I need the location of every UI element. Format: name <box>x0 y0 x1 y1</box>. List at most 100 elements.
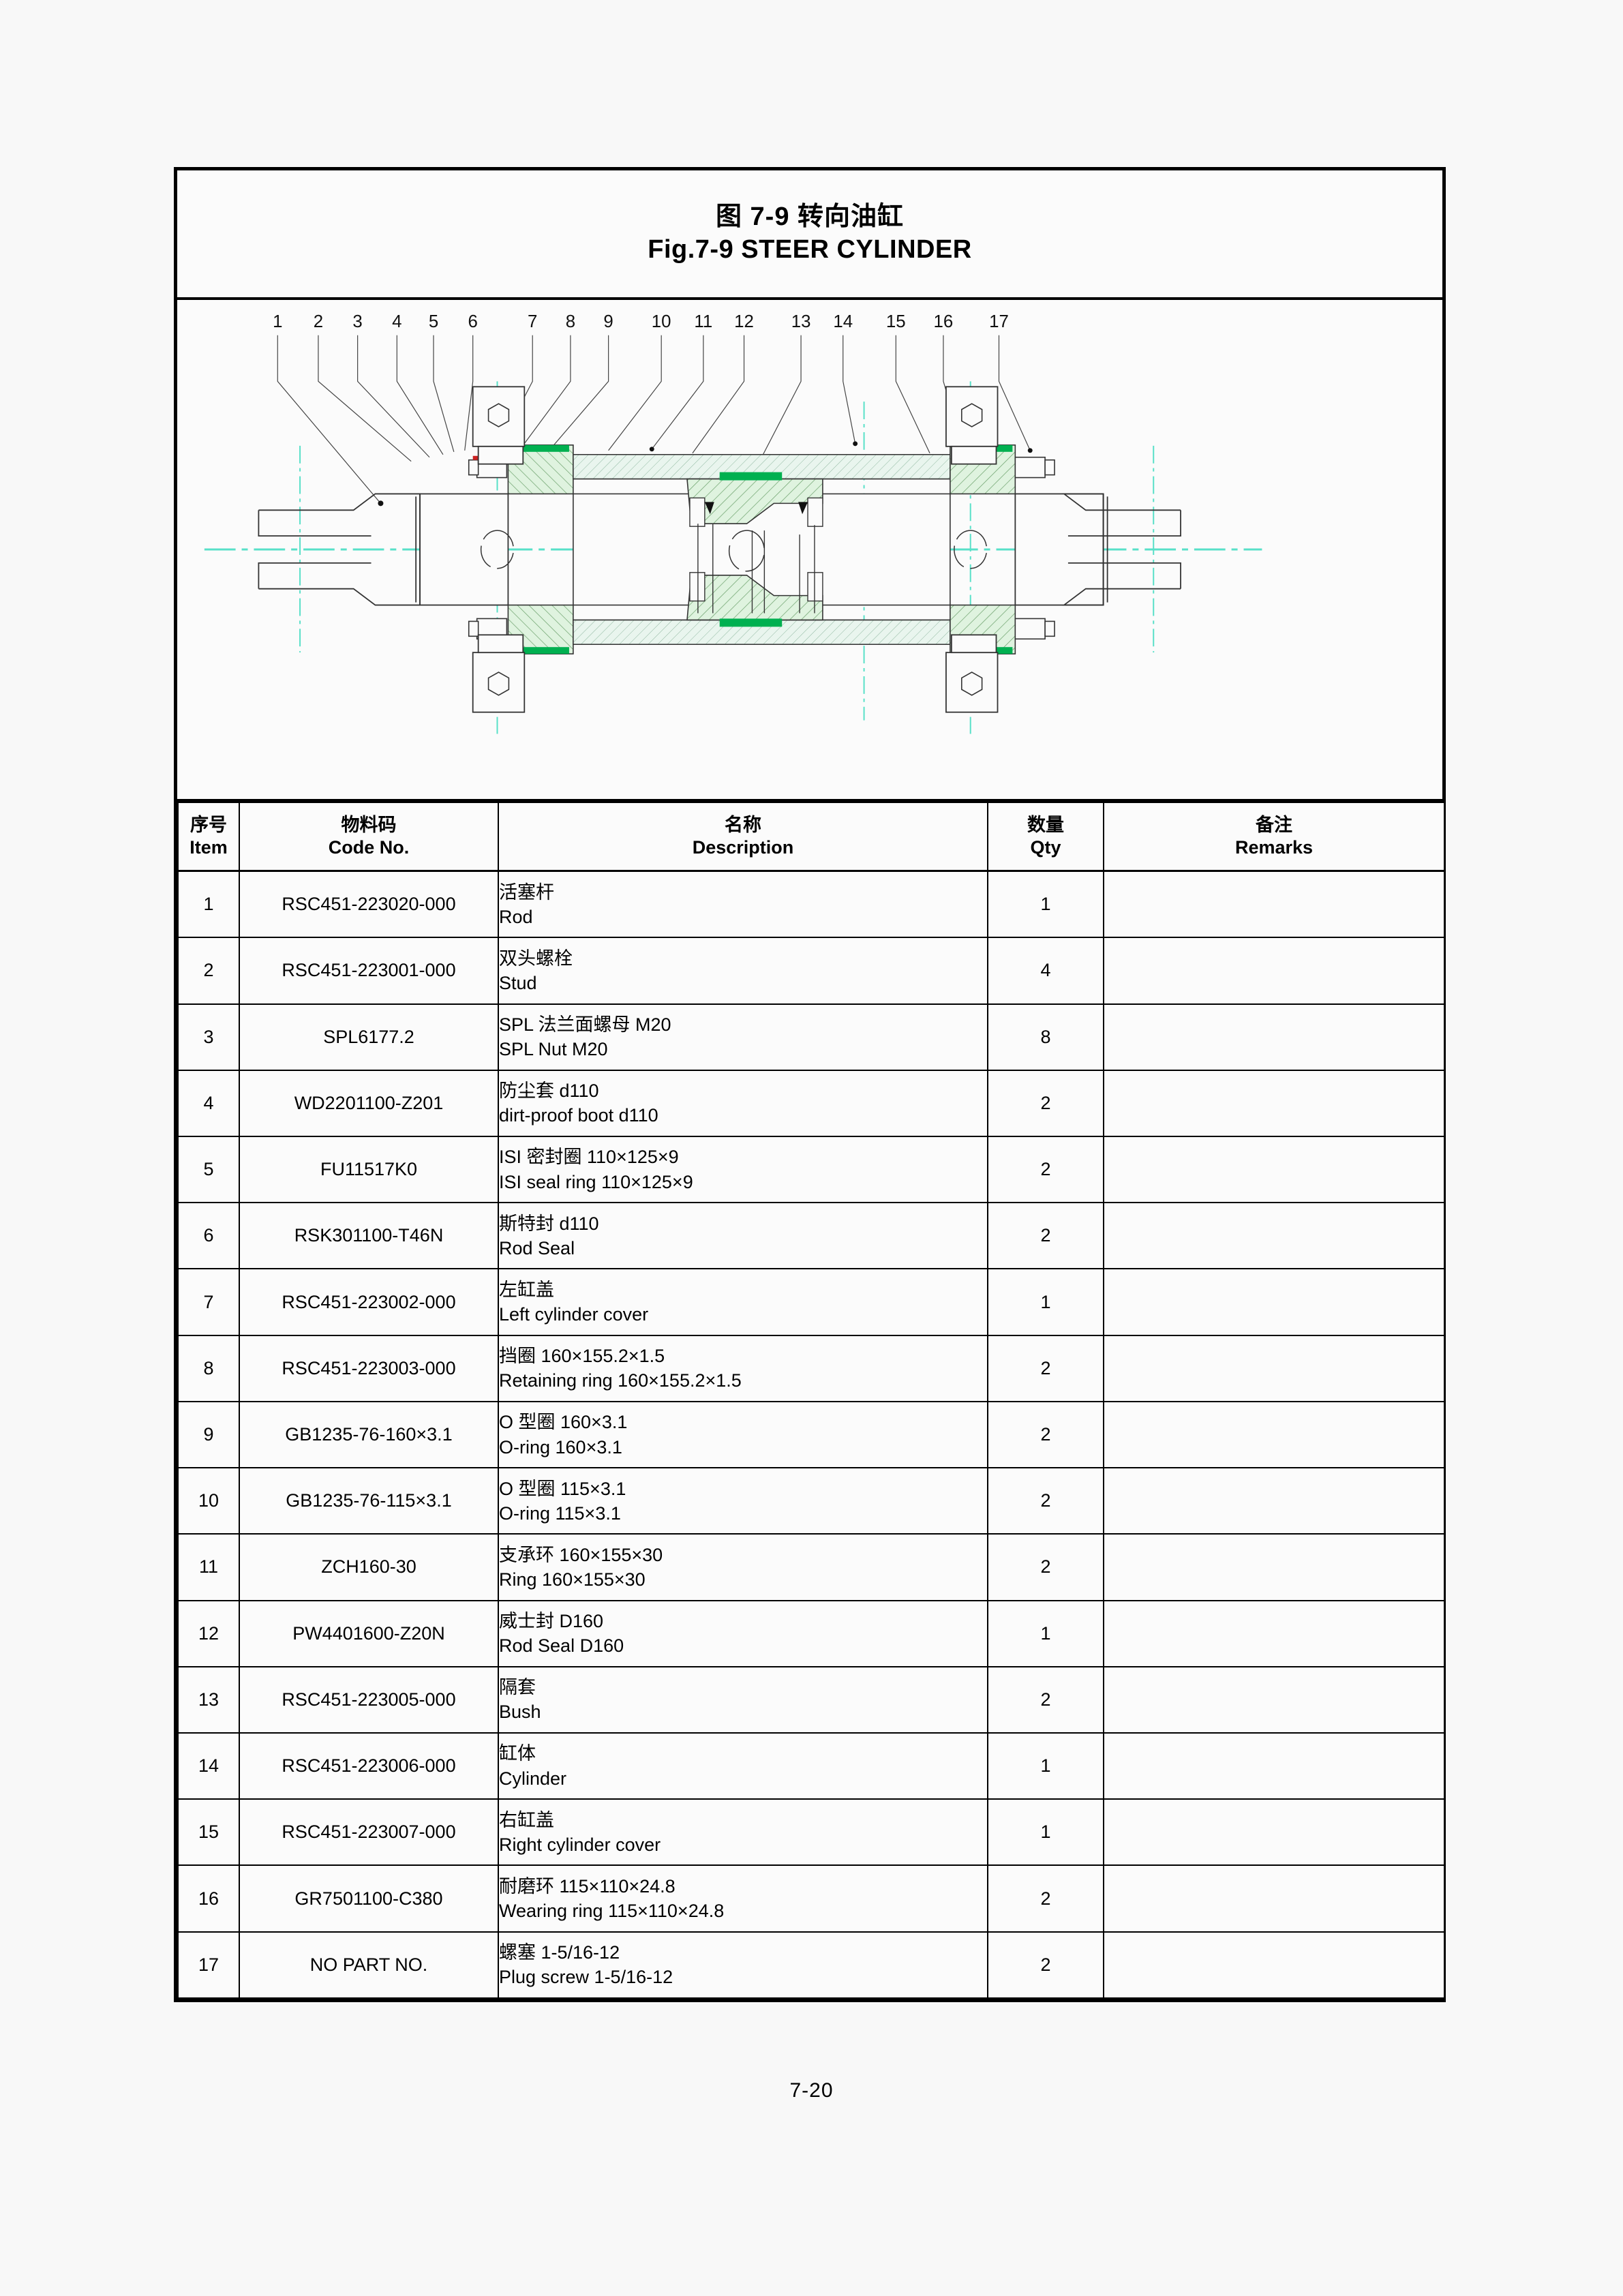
table-row: 9 GB1235-76-160×3.1 O 型圈 160×3.1 O-ring … <box>177 1400 1445 1469</box>
cell-qty: 2 <box>987 1069 1104 1138</box>
description-cn: 缸体 <box>499 1743 536 1764</box>
column-header-remarks-en: Remarks <box>1234 837 1314 858</box>
left-rod-shaft <box>419 493 509 606</box>
cell-description: 隔套 Bush <box>498 1665 988 1734</box>
cell-code: RSC451-223001-000 <box>239 937 499 1005</box>
cell-description: 缸体 Cylinder <box>498 1732 988 1800</box>
page-number-footer: 7-20 <box>789 2079 834 2102</box>
description-en: Retaining ring 160×155.2×1.5 <box>499 1370 742 1391</box>
cell-qty: 2 <box>987 1202 1104 1270</box>
svg-text:17: 17 <box>989 312 1009 331</box>
svg-text:11: 11 <box>694 312 712 331</box>
description-cn: O 型圈 160×3.1 <box>499 1412 628 1433</box>
cell-qty: 2 <box>987 1400 1104 1469</box>
table-header-row: 序号 Item 物料码 Code No. 名称 <box>177 802 1445 872</box>
figure-title-english: Fig.7-9 STEER CYLINDER <box>648 235 972 264</box>
description-en: ISI seal ring 110×125×9 <box>499 1171 693 1192</box>
cell-remarks <box>1103 1069 1445 1138</box>
piston-assembly <box>686 472 823 627</box>
table-row: 5 FU11517K0 ISI 密封圈 110×125×9 ISI seal r… <box>177 1136 1445 1204</box>
cell-qty: 1 <box>987 870 1104 939</box>
cell-remarks <box>1103 1599 1445 1667</box>
right-rod-shaft <box>1014 493 1104 606</box>
cell-code: GR7501100-C380 <box>239 1864 499 1933</box>
cell-qty: 4 <box>987 937 1104 1005</box>
column-header-code-en: Code No. <box>328 837 410 858</box>
cell-item: 7 <box>177 1268 240 1336</box>
steer-cylinder-assembly-drawing: 1 2 3 4 5 6 7 8 9 10 11 12 13 14 15 16 1 <box>204 312 1262 734</box>
description-en: Stud <box>499 972 537 993</box>
description-cn: 右缸盖 <box>499 1809 554 1830</box>
cell-remarks <box>1103 1202 1445 1270</box>
cell-remarks <box>1103 1334 1445 1402</box>
cell-description: 挡圈 160×155.2×1.5 Retaining ring 160×155.… <box>498 1334 988 1402</box>
column-header-item: 序号 Item <box>177 802 240 872</box>
description-cn: 双头螺栓 <box>499 948 573 969</box>
cell-qty: 2 <box>987 1334 1104 1402</box>
svg-text:12: 12 <box>734 312 754 331</box>
cell-item: 13 <box>177 1665 240 1734</box>
cell-remarks <box>1103 1003 1445 1071</box>
cell-remarks <box>1103 1732 1445 1800</box>
svg-text:16: 16 <box>934 312 954 331</box>
svg-text:4: 4 <box>392 312 401 331</box>
cell-remarks <box>1103 1533 1445 1601</box>
cell-description: O 型圈 160×3.1 O-ring 160×3.1 <box>498 1400 988 1469</box>
cell-description: 双头螺栓 Stud <box>498 937 988 1005</box>
cell-description: 耐磨环 115×110×24.8 Wearing ring 115×110×24… <box>498 1864 988 1933</box>
cell-qty: 2 <box>987 1864 1104 1933</box>
column-header-qty: 数量 Qty <box>987 802 1104 872</box>
svg-text:9: 9 <box>603 312 613 331</box>
table-row: 12 PW4401600-Z20N 威士封 D160 Rod Seal D160… <box>177 1599 1445 1667</box>
description-en: Rod Seal <box>499 1237 575 1258</box>
table-row: 7 RSC451-223002-000 左缸盖 Left cylinder co… <box>177 1268 1445 1336</box>
cell-description: 活塞杆 Rod <box>498 870 988 939</box>
cell-item: 9 <box>177 1400 240 1469</box>
cell-remarks <box>1103 1798 1445 1867</box>
table-row: 11 ZCH160-30 支承环 160×155×30 Ring 160×155… <box>177 1533 1445 1601</box>
cell-description: 威士封 D160 Rod Seal D160 <box>498 1599 988 1667</box>
description-en: Ring 160×155×30 <box>499 1569 646 1590</box>
left-mounting-bracket <box>472 386 526 713</box>
cell-qty: 1 <box>987 1732 1104 1800</box>
cell-qty: 2 <box>987 1931 1104 1999</box>
description-cn: O 型圈 115×3.1 <box>499 1478 626 1499</box>
column-header-description: 名称 Description <box>498 802 988 872</box>
cell-qty: 2 <box>987 1136 1104 1204</box>
column-header-remarks: 备注 Remarks <box>1103 802 1445 872</box>
svg-text:2: 2 <box>314 312 323 331</box>
cell-remarks <box>1103 937 1445 1005</box>
description-cn: 威士封 D160 <box>499 1611 604 1631</box>
figure-title-block: 图 7-9 转向油缸 Fig.7-9 STEER CYLINDER <box>177 170 1442 300</box>
description-en: O-ring 115×3.1 <box>499 1502 621 1524</box>
table-row: 17 NO PART NO. 螺塞 1-5/16-12 Plug screw 1… <box>177 1931 1445 1999</box>
cell-description: O 型圈 115×3.1 O-ring 115×3.1 <box>498 1467 988 1535</box>
cell-code: RSC451-223007-000 <box>239 1798 499 1867</box>
cell-item: 17 <box>177 1931 240 1999</box>
cell-remarks <box>1103 1467 1445 1535</box>
callout-numbers: 1 2 3 4 5 6 7 8 9 10 11 12 13 14 15 16 1 <box>273 312 1009 331</box>
column-header-code-cn: 物料码 <box>341 815 397 836</box>
description-cn: 螺塞 1-5/16-12 <box>499 1942 620 1963</box>
cell-qty: 8 <box>987 1003 1104 1071</box>
table-row: 3 SPL6177.2 SPL 法兰面螺母 M20 SPL Nut M20 8 <box>177 1003 1445 1071</box>
cell-qty: 1 <box>987 1268 1104 1336</box>
cell-description: 螺塞 1-5/16-12 Plug screw 1-5/16-12 <box>498 1931 988 1999</box>
description-cn: 挡圈 160×155.2×1.5 <box>499 1346 665 1367</box>
cell-description: 防尘套 d110 dirt-proof boot d110 <box>498 1069 988 1138</box>
table-row: 8 RSC451-223003-000 挡圈 160×155.2×1.5 Ret… <box>177 1334 1445 1402</box>
right-rod-clevis <box>1062 493 1181 606</box>
table-row: 2 RSC451-223001-000 双头螺栓 Stud 4 <box>177 937 1445 1005</box>
table-row: 15 RSC451-223007-000 右缸盖 Right cylinder … <box>177 1798 1445 1867</box>
svg-text:6: 6 <box>468 312 478 331</box>
cell-description: ISI 密封圈 110×125×9 ISI seal ring 110×125×… <box>498 1136 988 1204</box>
svg-text:3: 3 <box>352 312 362 331</box>
description-cn: 支承环 160×155×30 <box>499 1544 663 1565</box>
description-en: O-ring 160×3.1 <box>499 1436 622 1457</box>
svg-text:8: 8 <box>566 312 575 331</box>
cell-item: 4 <box>177 1069 240 1138</box>
description-en: Bush <box>499 1702 541 1723</box>
table-row: 6 RSK301100-T46N 斯特封 d110 Rod Seal 2 <box>177 1202 1445 1270</box>
description-en: dirt-proof boot d110 <box>499 1105 658 1126</box>
rod-port-circles <box>480 530 988 569</box>
